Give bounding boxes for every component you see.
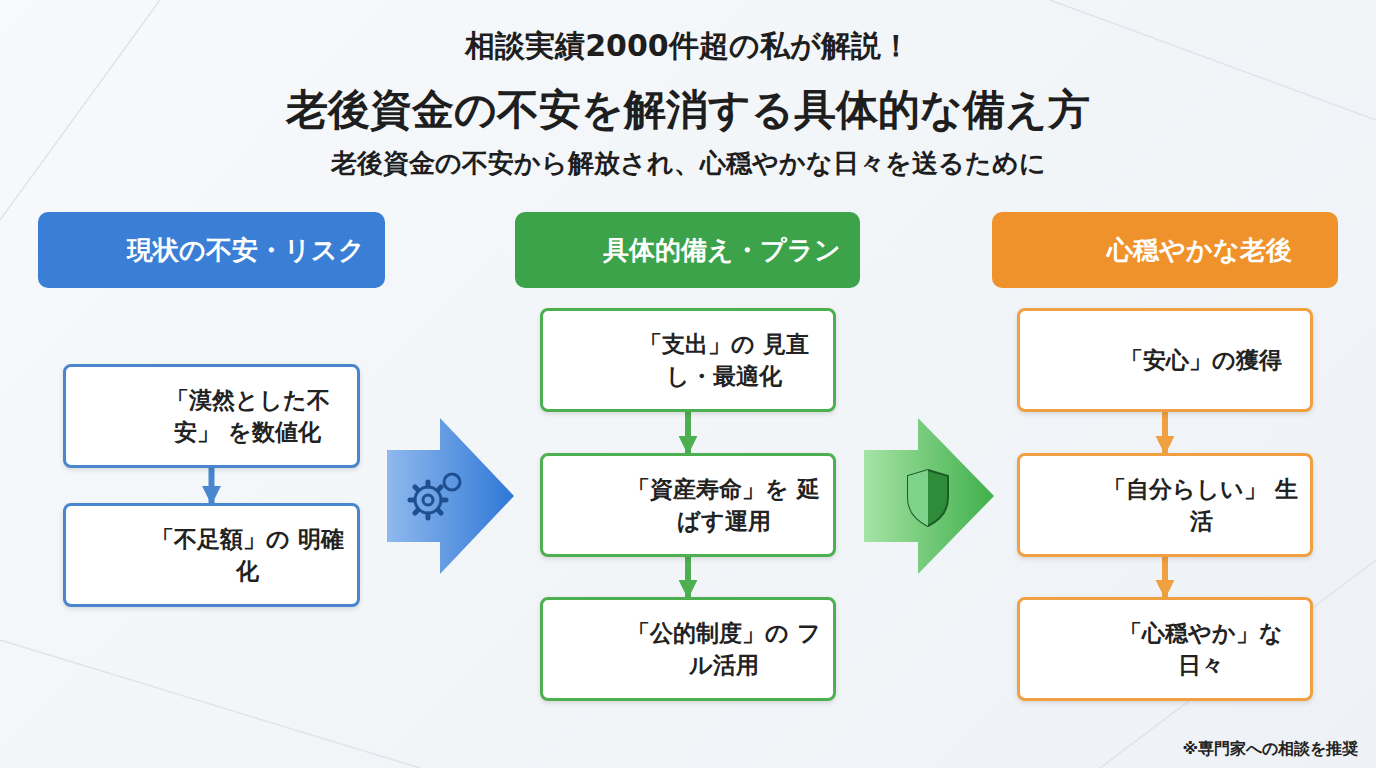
flow-arrow (209, 468, 215, 503)
flow-arrow (685, 412, 691, 453)
flow-arrow (685, 557, 691, 597)
step-text: 「公的制度」の フル活用 (625, 617, 823, 681)
step-text: 「心穏やか」な 日々 (1102, 617, 1300, 681)
step-text: 「資産寿命」を 延ばす運用 (625, 473, 823, 537)
step-text: 「支出」の 見直し・最適化 (625, 328, 823, 392)
sub-heading: 相談実績2000件超の私が解説！ (0, 26, 1376, 67)
step-text: 「安心」の獲得 (1120, 344, 1282, 376)
step-box: 「資産寿命」を 延ばす運用 (540, 453, 836, 557)
step-box: 「心穏やか」な 日々 (1017, 597, 1313, 701)
main-title: 老後資金の不安を解消する具体的な備え方 (0, 82, 1376, 138)
step-box: 「支出」の 見直し・最適化 (540, 308, 836, 412)
column-header: 心穏やかな老後 (992, 212, 1338, 288)
big-green-arrow (864, 418, 994, 574)
column-header: 具体的備え・プラン (515, 212, 860, 288)
header-text: 現状の不安・リスク (127, 233, 365, 268)
step-box: 「漠然とした不安」 を数値化 (63, 364, 360, 468)
step-box: 「安心」の獲得 (1017, 308, 1313, 412)
subtitle: 老後資金の不安から解放され、心穏やかな日々を送るために (0, 146, 1376, 181)
step-box: 「不足額」の 明確化 (63, 503, 360, 607)
header-text: 具体的備え・プラン (603, 233, 841, 268)
flow-arrow (1162, 557, 1168, 597)
column-header: 現状の不安・リスク (38, 212, 385, 288)
step-box: 「自分らしい」 生活 (1017, 453, 1313, 557)
step-box: 「公的制度」の フル活用 (540, 597, 836, 701)
step-text: 「漠然とした不安」 を数値化 (148, 384, 347, 448)
flow-arrow (1162, 412, 1168, 453)
step-text: 「不足額」の 明確化 (148, 523, 347, 587)
step-text: 「自分らしい」 生活 (1102, 473, 1300, 537)
big-blue-arrow (387, 418, 514, 574)
header-text: 心穏やかな老後 (1107, 233, 1292, 268)
footnote: ※専門家への相談を推奨 (1182, 739, 1358, 760)
